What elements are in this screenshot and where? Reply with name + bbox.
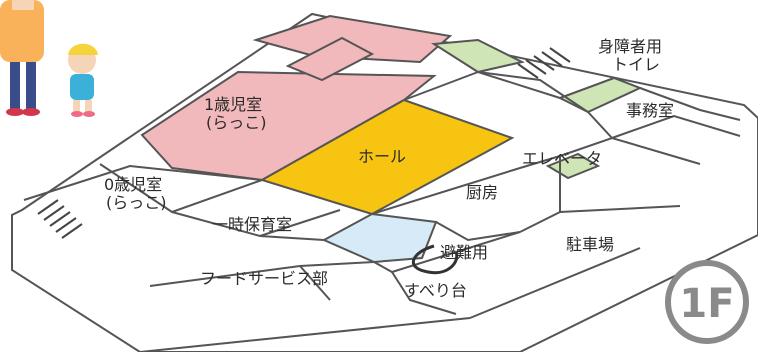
hall-label: ホール <box>358 147 407 166</box>
stairs-upper <box>517 47 571 79</box>
accessible-toilet-label: 身障者用 トイレ <box>598 38 662 74</box>
evacuation-slide-line1: 避難用 <box>440 243 489 262</box>
floor-badge-text: 1F <box>679 281 734 327</box>
accessible-toilet-line2: トイレ <box>612 55 661 74</box>
office-label: 事務室 <box>626 101 675 120</box>
age1-room-label: 1歳児室 (らっこ) <box>204 96 267 132</box>
kitchen-label: 厨房 <box>466 183 499 202</box>
staff-illustration <box>0 0 44 116</box>
floor-badge: 1F <box>665 260 749 344</box>
hall-area <box>259 98 515 216</box>
age0-room-label: 0歳児室 (らっこ) <box>104 176 167 212</box>
lightblue-room <box>321 212 438 264</box>
age0-room-name: 0歳児室 <box>104 175 163 194</box>
stairs-left <box>37 199 83 239</box>
accessible-toilet-line1: 身障者用 <box>598 37 663 56</box>
age1-room-nickname: (らっこ) <box>206 113 267 132</box>
upper-pink-room <box>252 14 453 64</box>
pink-inner-room <box>285 36 375 82</box>
temporary-care-room-label: 一時保育室 <box>212 215 293 234</box>
age0-room-nickname: (らっこ) <box>106 193 167 212</box>
child-illustration <box>68 43 98 117</box>
green-area-1 <box>430 38 525 74</box>
elevator-label: エレベータ <box>522 149 603 168</box>
age1-room-name: 1歳児室 <box>204 95 263 114</box>
food-service-dept-label: フードサービス部 <box>200 269 329 288</box>
evacuation-slide-line2: すべり台 <box>404 281 467 300</box>
parking-label: 駐車場 <box>566 235 615 254</box>
interior-walls <box>23 70 741 352</box>
slide-curve <box>411 244 459 275</box>
